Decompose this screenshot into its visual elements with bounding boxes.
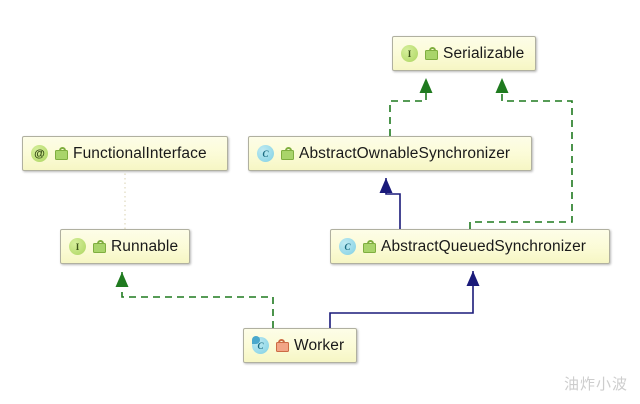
node-serializable[interactable]: I Serializable (392, 36, 536, 71)
node-abstract-queued-synchronizer[interactable]: C AbstractQueuedSynchronizer (330, 229, 610, 264)
edge-worker-extends-aqs (329, 271, 474, 328)
edge-aqs-implements-serializable (469, 78, 573, 229)
node-label: Runnable (111, 237, 179, 255)
unlocked-padlock-icon (363, 240, 376, 253)
interface-icon: I (401, 45, 418, 62)
node-label: AbstractOwnableSynchronizer (299, 144, 511, 162)
edges-group (121, 78, 573, 328)
node-label: Serializable (443, 44, 525, 62)
edge-worker-implements-runnable (121, 272, 274, 328)
node-label: FunctionalInterface (73, 144, 207, 162)
arrowheads-group (115, 78, 509, 287)
locked-padlock-icon (276, 339, 289, 352)
edge-aos-implements-serializable (389, 78, 427, 136)
annotation-icon: @ (31, 145, 48, 162)
class-icon: C (339, 238, 356, 255)
unlocked-padlock-icon (93, 240, 106, 253)
unlocked-padlock-icon (281, 147, 294, 160)
arrowhead-worker-extends-aqs (466, 271, 480, 286)
arrowhead-aqs-extends-aos (379, 178, 393, 193)
node-label: Worker (294, 336, 345, 354)
node-functional-interface[interactable]: @ FunctionalInterface (22, 136, 228, 171)
unlocked-padlock-icon (55, 147, 68, 160)
class-icon: C (252, 336, 269, 354)
interface-icon: I (69, 238, 86, 255)
node-runnable[interactable]: I Runnable (60, 229, 190, 264)
node-label: AbstractQueuedSynchronizer (381, 237, 587, 255)
class-icon: C (257, 145, 274, 162)
arrowhead-aqs-implements-serializable (495, 78, 509, 93)
node-abstract-ownable-synchronizer[interactable]: C AbstractOwnableSynchronizer (248, 136, 532, 171)
unlocked-padlock-icon (425, 47, 438, 60)
arrowhead-aos-implements-serializable (419, 78, 433, 93)
arrowhead-worker-implements-runnable (115, 272, 129, 287)
watermark: 油炸小波 (563, 376, 628, 393)
node-worker[interactable]: C Worker (243, 328, 357, 363)
